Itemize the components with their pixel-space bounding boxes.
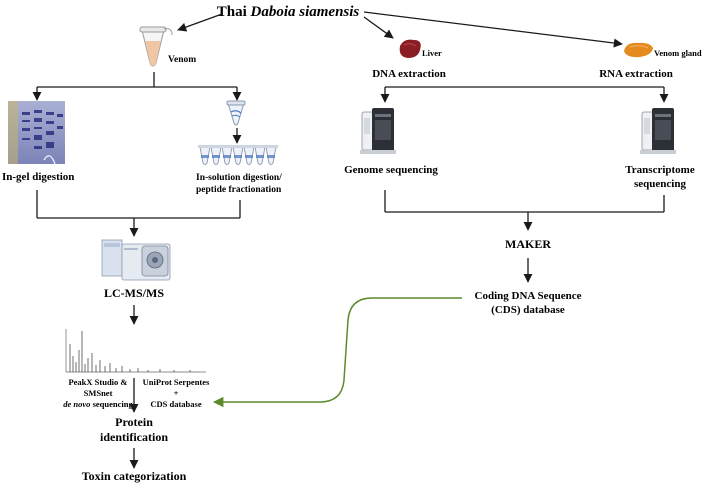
uniprot-label-1: UniProt Serpentes <box>143 377 210 387</box>
mass-spectrometer-icon <box>101 239 171 281</box>
cds-label-1: Coding DNA Sequence <box>475 290 582 302</box>
venom-label: Venom <box>168 55 196 65</box>
peakx-label-3: de novo sequencing <box>63 399 133 409</box>
lcms-label: LC-MS/MS <box>104 286 164 300</box>
small-tube-icon <box>226 100 246 126</box>
uniprot-plus: + <box>174 388 179 398</box>
sds-page-gel-icon <box>8 101 65 165</box>
maker-label: MAKER <box>505 237 551 251</box>
protein-label-1: Protein <box>115 415 153 429</box>
microcentrifuge-tube-icon <box>139 26 173 67</box>
ms-spectrum-icon <box>65 329 206 373</box>
sequencer-icon <box>360 108 396 154</box>
transcriptome-label-1: Transcriptome <box>625 164 695 176</box>
liver-label: Liver <box>422 48 442 58</box>
sample-tubes-icon <box>198 145 278 165</box>
in-solution-label-2: peptide fractionation <box>196 185 282 195</box>
merge-to-lcms-arrows <box>36 190 241 237</box>
venom-split-arrows <box>32 72 242 101</box>
cds-label-2: (CDS) database <box>491 304 565 316</box>
cds-to-database-arrow <box>212 297 462 408</box>
toxin-label: Toxin categorization <box>82 469 187 483</box>
peakx-label-2: SMSnet <box>84 388 113 398</box>
venom-gland-label: Venom gland <box>654 48 702 58</box>
peakx-label-1: PeakX Studio & <box>68 377 127 387</box>
liver-icon <box>399 39 421 58</box>
in-gel-label: In-gel digestion <box>2 171 74 183</box>
uniprot-label-2: CDS database <box>150 399 201 409</box>
protein-label-2: identification <box>100 430 168 444</box>
genome-seq-label: Genome sequencing <box>344 164 438 176</box>
title-arrows <box>177 11 623 48</box>
sequencer-icon-right <box>640 108 676 154</box>
diagram-title: Thai Daboia siamensis <box>217 4 360 20</box>
rna-extraction-label: RNA extraction <box>599 68 673 80</box>
transcriptome-label-2: sequencing <box>634 178 686 190</box>
sequencing-merge-arrows <box>384 190 665 231</box>
in-solution-label-1: In-solution digestion/ <box>196 173 282 183</box>
dna-extraction-label: DNA extraction <box>372 68 446 80</box>
venom-gland-icon <box>624 42 653 58</box>
extraction-split-arrows <box>380 86 669 103</box>
